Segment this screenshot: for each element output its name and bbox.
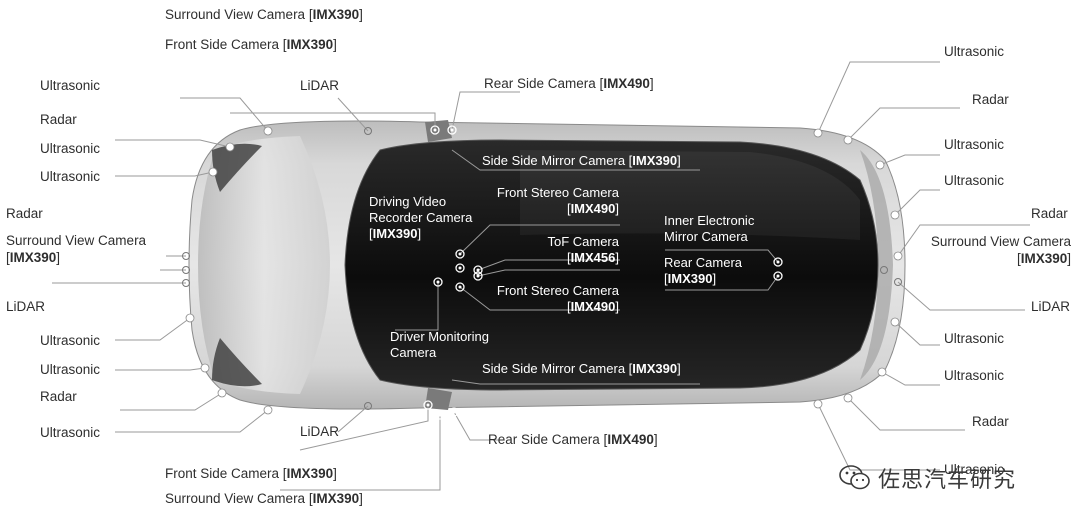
sensor-dot [890,317,900,327]
label-surround-view-camera-top: Surround View Camera [IMX390] [165,7,363,22]
label-ultrasonic-r1: Ultrasonic [944,44,1005,59]
camera-marker [449,407,459,417]
label-radar-l3: Radar [40,389,77,404]
label-ultrasonic-r4: Ultrasonic [944,331,1005,346]
camera-marker [473,271,483,281]
label-radar-r3: Radar [972,414,1009,429]
roof-glass [344,139,879,391]
label-front-side-camera-bottom: Front Side Camera [IMX390] [165,466,337,481]
sensor-dot [877,367,887,377]
label-side-mirror-camera-top: Side Side Mirror Camera [IMX390] [482,153,681,168]
label-ultrasonic-r2: Ultrasonic [944,137,1005,152]
label-surround-view-camera-right: Surround View Camera[IMX390] [930,234,1071,266]
camera-marker [433,277,443,287]
label-surround-view-camera-bottom: Surround View Camera [IMX390] [165,491,363,506]
label-ultrasonic-l5: Ultrasonic [40,362,101,377]
camera-marker [430,125,440,135]
label-lidar-left: LiDAR [6,299,46,314]
sensor-ring [182,279,190,287]
sensor-dot [263,126,273,136]
sensor-dot [208,167,218,177]
sensor-dot [217,388,227,398]
label-ultrasonic-l6: Ultrasonic [40,425,101,440]
camera-marker [423,400,433,410]
label-radar-r2: Radar [1031,206,1068,221]
label-rear-side-camera-bottom: Rear Side Camera [IMX490] [488,432,658,447]
label-ultrasonic-r3: Ultrasonic [944,173,1005,188]
label-side-mirror-camera-bottom: Side Side Mirror Camera [IMX390] [482,361,681,376]
sensor-ring [182,266,190,274]
label-front-stereo-camera-bottom: Front Stereo Camera[IMX490] [496,283,619,314]
sensor-dot [813,399,823,409]
camera-marker [447,125,457,135]
camera-marker [455,282,465,292]
label-rear-camera: Rear Camera[IMX390] [664,255,743,286]
label-front-side-camera-top: Front Side Camera [IMX390] [165,37,337,52]
label-surround-view-camera-left: Surround View Camera[IMX390] [6,233,147,265]
label-lidar-top: LiDAR [300,78,340,93]
camera-marker [773,271,783,281]
sensor-dot [813,128,823,138]
label-ultrasonic-r5: Ultrasonic [944,368,1005,383]
watermark-text: 佐思汽车研究 [878,468,1017,493]
label-ultrasonic-l4: Ultrasonic [40,333,101,348]
sensor-ring [364,402,372,410]
label-ultrasonic-l2: Ultrasonic [40,141,101,156]
sensor-dot [200,363,210,373]
watermark: 佐思汽车研究 [838,462,1016,494]
sensor-ring [894,278,902,286]
sensor-ring [364,127,372,135]
label-radar-l1: Radar [40,112,77,127]
label-ultrasonic-l1: Ultrasonic [40,78,101,93]
sensor-dot [843,393,853,403]
label-tof-camera: ToF Camera[IMX456] [547,234,619,265]
label-radar-l2: Radar [6,206,43,221]
camera-marker [455,249,465,259]
label-rear-side-camera-top: Rear Side Camera [IMX490] [484,76,654,91]
camera-marker [455,263,465,273]
camera-marker [435,410,445,420]
sensor-dot [890,210,900,220]
sensor-dot [185,313,195,323]
sensor-dot [843,135,853,145]
sensor-dot [875,160,885,170]
leader-lines [52,61,1030,491]
sensor-dot [225,142,235,152]
label-ultrasonic-l3: Ultrasonic [40,169,101,184]
sensor-ring [880,266,888,274]
camera-marker [473,265,483,275]
camera-marker [773,257,783,267]
label-lidar-right: LiDAR [1031,299,1071,314]
label-front-stereo-camera-top: Front Stereo Camera[IMX490] [496,185,619,216]
sensor-dot [263,405,273,415]
label-ultrasonic-r6: Ultrasonic [944,462,1005,477]
label-lidar-bottom: LiDAR [300,424,340,439]
sensor-dots [182,125,903,420]
label-radar-r1: Radar [972,92,1009,107]
wechat-icon [839,465,870,490]
sensor-dot [893,251,903,261]
sensor-ring [182,252,190,260]
